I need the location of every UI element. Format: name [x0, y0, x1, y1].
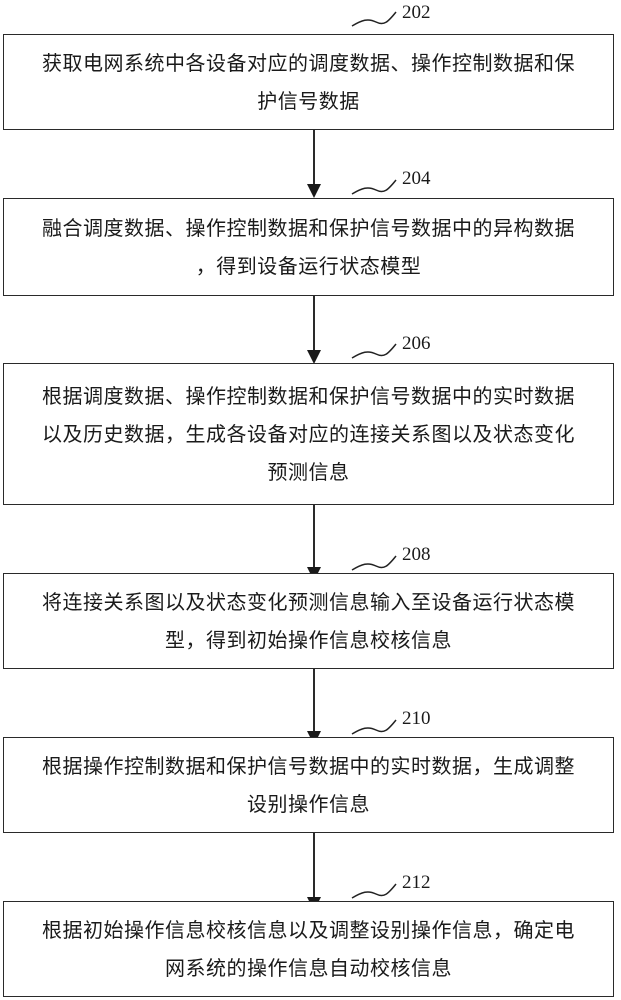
- reference-leader-icon: [351, 343, 397, 359]
- step-text-line: 以及历史数据，生成各设备对应的连接关系图以及状态变化: [42, 422, 575, 446]
- step-label-204: 204: [402, 168, 431, 189]
- flow-arrow-210-212: [313, 833, 315, 899]
- step-text-line: 设别操作信息: [247, 792, 370, 816]
- step-label-210: 210: [402, 708, 431, 729]
- arrowhead-icon: [307, 350, 321, 364]
- step-box-206: 根据调度数据、操作控制数据和保护信号数据中的实时数据 以及历史数据，生成各设备对…: [3, 363, 614, 505]
- step-box-204: 融合调度数据、操作控制数据和保护信号数据中的异构数据 ，得到设备运行状态模型: [3, 198, 614, 296]
- step-text-line: 网系统的操作信息自动校核信息: [165, 956, 452, 980]
- flow-arrow-208-210: [313, 669, 315, 733]
- step-text-line: 根据调度数据、操作控制数据和保护信号数据中的实时数据: [42, 384, 575, 408]
- step-label-208: 208: [402, 544, 431, 565]
- reference-leader-icon: [351, 11, 397, 27]
- reference-leader-icon: [351, 555, 397, 571]
- step-text-line: 获取电网系统中各设备对应的调度数据、操作控制数据和保: [42, 51, 575, 75]
- step-label-202: 202: [402, 2, 431, 23]
- step-box-210: 根据操作控制数据和保护信号数据中的实时数据，生成调整 设别操作信息: [3, 737, 614, 833]
- step-text-line: 根据操作控制数据和保护信号数据中的实时数据，生成调整: [42, 754, 575, 778]
- flow-arrow-204-206: [313, 296, 315, 352]
- reference-leader-icon: [351, 179, 397, 195]
- step-text-line: 将连接关系图以及状态变化预测信息输入至设备运行状态模: [42, 590, 575, 614]
- step-text-line: 根据初始操作信息校核信息以及调整设别操作信息，确定电: [42, 918, 575, 942]
- reference-leader-icon: [351, 719, 397, 735]
- flow-arrow-206-208: [313, 505, 315, 569]
- step-text-line: 预测信息: [267, 460, 350, 484]
- reference-leader-icon: [351, 883, 397, 899]
- step-text-line: ，得到设备运行状态模型: [195, 254, 422, 278]
- step-text-line: 护信号数据: [257, 89, 360, 113]
- step-box-202: 获取电网系统中各设备对应的调度数据、操作控制数据和保 护信号数据: [3, 34, 614, 130]
- step-text-line: 型，得到初始操作信息校核信息: [165, 628, 452, 652]
- step-box-212: 根据初始操作信息校核信息以及调整设别操作信息，确定电 网系统的操作信息自动校核信…: [3, 901, 614, 997]
- step-label-212: 212: [402, 872, 431, 893]
- step-label-206: 206: [402, 333, 431, 354]
- flow-arrow-202-204: [313, 130, 315, 186]
- arrowhead-icon: [307, 184, 321, 198]
- step-box-208: 将连接关系图以及状态变化预测信息输入至设备运行状态模 型，得到初始操作信息校核信…: [3, 573, 614, 669]
- step-text-line: 融合调度数据、操作控制数据和保护信号数据中的异构数据: [42, 216, 575, 240]
